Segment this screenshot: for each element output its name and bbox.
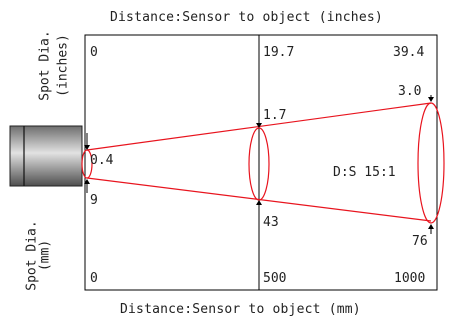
inch-distance-0: 0 <box>90 45 98 60</box>
spot-inch-0: 0.4 <box>90 153 114 168</box>
spot-mm-2: 76 <box>412 234 428 249</box>
diagram-frame <box>84 34 438 291</box>
arrow-end-top <box>428 95 434 102</box>
sensor-body <box>9 125 83 187</box>
left-top-title-line2: (inches) <box>55 34 71 97</box>
inch-distance-1: 19.7 <box>263 45 295 60</box>
arrow-start-bottom <box>84 179 90 193</box>
spot-ellipse-end <box>417 102 445 224</box>
arrow-end-bottom <box>428 224 434 234</box>
spot-mm-0: 9 <box>90 193 98 208</box>
spot-inch-2: 3.0 <box>398 84 422 99</box>
mm-distance-0: 0 <box>90 271 98 286</box>
ratio-label: D:S 15:1 <box>333 165 396 180</box>
mm-distance-1: 500 <box>263 271 287 286</box>
left-top-title-line1: Spot Dia. <box>37 30 53 101</box>
bottom-axis-title: Distance:Sensor to object (mm) <box>120 302 361 317</box>
arrow-mid-bottom <box>256 200 262 205</box>
top-axis-title: Distance:Sensor to object (inches) <box>110 10 383 25</box>
left-bottom-title-line2: (mm) <box>37 239 53 272</box>
arrow-mid-top <box>256 123 262 128</box>
arrow-start-top <box>84 133 90 150</box>
spot-inch-1: 1.7 <box>263 108 287 123</box>
spot-mm-1: 43 <box>263 215 279 230</box>
inch-distance-2: 39.4 <box>393 45 425 60</box>
mm-distance-2: 1000 <box>394 271 426 286</box>
